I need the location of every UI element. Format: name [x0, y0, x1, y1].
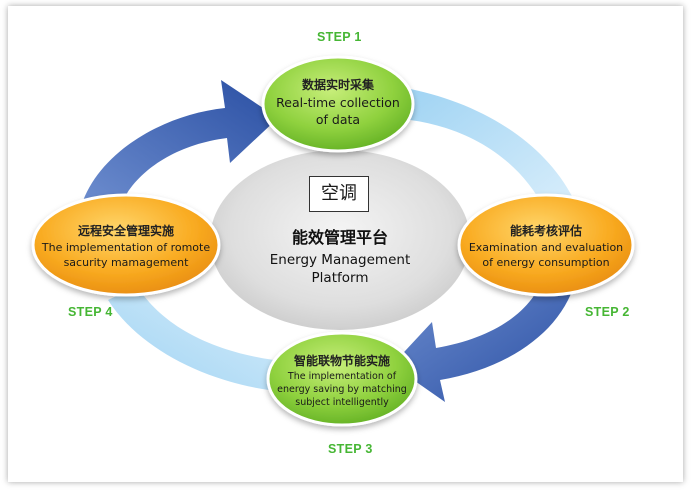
- center-label-box: 空调: [309, 176, 369, 212]
- step2-desc-line1: Examination and evaluation: [468, 241, 624, 254]
- step4-label: STEP 4: [68, 305, 113, 319]
- step3-label: STEP 3: [328, 442, 373, 456]
- step1-desc-line2: of data: [315, 111, 361, 127]
- step4-node: [31, 193, 221, 297]
- step2-label: STEP 2: [585, 305, 630, 319]
- step1-text: 数据实时采集 Real-time collection of data: [268, 76, 408, 129]
- step3-desc-line2: energy saving by matching: [277, 383, 407, 395]
- dark-arrow-top-left: [80, 80, 278, 212]
- step4-title-zh: 远程安全管理实施: [77, 224, 174, 238]
- step1-node: [261, 55, 415, 153]
- step1-desc-line1: Real-time collection: [276, 95, 400, 110]
- dark-arrow-bottom-right: [392, 272, 577, 402]
- step4-text: 远程安全管理实施 The implementation of romote sa…: [36, 222, 216, 271]
- step2-text: 能耗考核评估 Examination and evaluation of ene…: [466, 222, 626, 271]
- center-title-en-line2: Platform: [311, 269, 369, 286]
- center-title-zh: 能效管理平台: [291, 228, 388, 247]
- center-ellipse: [210, 150, 470, 330]
- step2-desc-line2: of energy consumption: [482, 255, 610, 269]
- step4-desc-line2: sacurity mamagement: [63, 255, 189, 269]
- step4-desc-line1: The implementation of romote: [41, 241, 211, 254]
- step3-desc-line1: The implementation of: [287, 371, 397, 382]
- center-title-en-line1: Energy Management: [269, 252, 411, 268]
- light-arrow-band-bottom-left: [108, 286, 290, 392]
- step1-title-zh: 数据实时采集: [301, 78, 374, 92]
- step1-label: STEP 1: [317, 30, 362, 44]
- light-arrow-band-top-right: [405, 88, 573, 210]
- step2-title-zh: 能耗考核评估: [509, 224, 582, 238]
- step3-text: 智能联物节能实施 The implementation of energy sa…: [272, 352, 412, 409]
- step2-node: [457, 193, 635, 297]
- center-title: 能效管理平台 Energy Management Platform: [240, 224, 440, 287]
- step3-title-zh: 智能联物节能实施: [293, 354, 390, 368]
- step3-node: [266, 331, 418, 427]
- step3-desc-line3: subject intelligently: [295, 396, 389, 408]
